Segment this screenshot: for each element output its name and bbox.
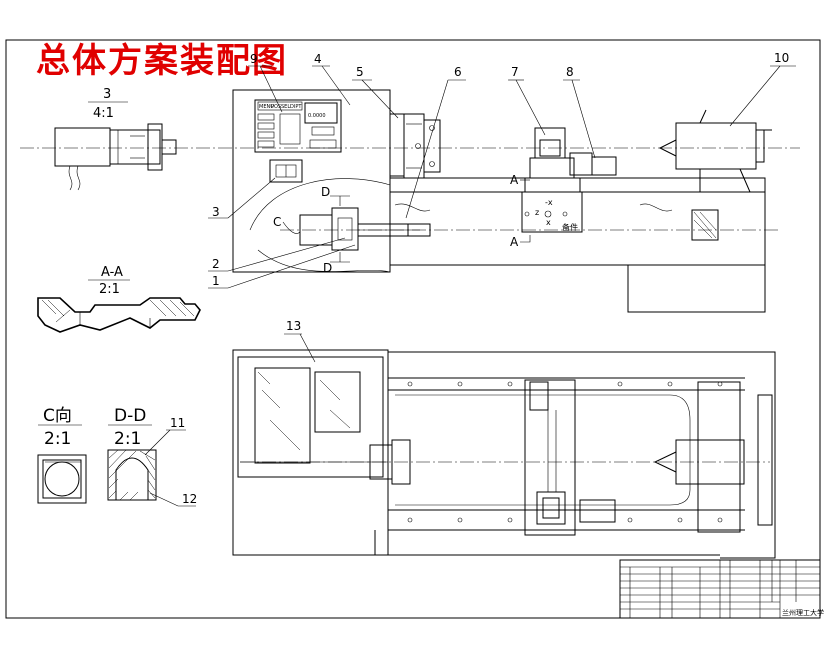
label-13: 13 — [286, 319, 301, 333]
detail-3: 3 4:1 — [54, 87, 177, 191]
drawing-title: 总体方案装配图 — [36, 41, 288, 81]
svg-text:x: x — [546, 218, 551, 227]
dd-name: D-D — [114, 406, 146, 426]
lathe-front-view: 0.0000 MENU POS SEL DIPT — [20, 89, 800, 313]
label-2: 2 — [212, 257, 220, 271]
panel-key-dipt: DIPT — [290, 104, 302, 110]
label-10: 10 — [774, 51, 789, 65]
carriage-mark: 备件 — [562, 222, 578, 232]
chuck — [389, 113, 441, 179]
section-c: C向 2:1 — [37, 406, 87, 504]
part-callouts: 9 4 5 6 7 8 10 3 2 1 13 11 12 — [144, 51, 796, 507]
panel-display: 0.0000 — [308, 113, 326, 119]
title-block: 兰州理工大学 — [619, 559, 824, 619]
label-7: 7 — [511, 65, 519, 79]
label-6: 6 — [454, 65, 462, 79]
detail3-name: 3 — [103, 87, 111, 102]
titleblock-school: 兰州理工大学 — [782, 608, 824, 617]
c-name: C向 — [43, 406, 72, 426]
label-5: 5 — [356, 65, 364, 79]
panel-key-pos: POS — [271, 104, 281, 110]
label-d-top: D — [321, 185, 330, 199]
label-c: C — [273, 215, 281, 229]
detail3-scale: 4:1 — [93, 106, 114, 121]
panel-key-menu: MENU — [259, 104, 274, 110]
section-dd: D-D 2:1 — [107, 406, 157, 501]
section-aa: A-A 2:1 — [37, 265, 201, 333]
lathe-top-view — [232, 349, 776, 559]
label-9: 9 — [250, 52, 258, 66]
tailstock — [658, 109, 772, 193]
label-4: 4 — [314, 52, 322, 66]
label-3: 3 — [212, 205, 220, 219]
drawing-border — [5, 39, 821, 619]
c-scale: 2:1 — [44, 429, 71, 449]
label-a-top: A — [510, 173, 519, 187]
control-panel: 0.0000 MENU POS SEL DIPT — [254, 99, 342, 153]
dd-scale: 2:1 — [114, 429, 141, 449]
label-8: 8 — [566, 65, 574, 79]
svg-text:z: z — [535, 208, 539, 217]
carriage: 备件 z -x x — [521, 127, 617, 233]
label-a-bottom: A — [510, 235, 519, 249]
label-11: 11 — [170, 416, 185, 430]
svg-text:-x: -x — [545, 198, 553, 207]
label-d-bottom: D — [323, 261, 332, 275]
label-12: 12 — [182, 492, 197, 506]
label-1: 1 — [212, 274, 220, 288]
panel-key-sel: SEL — [281, 104, 290, 110]
aa-scale: 2:1 — [99, 282, 120, 297]
aa-name: A-A — [101, 265, 123, 280]
